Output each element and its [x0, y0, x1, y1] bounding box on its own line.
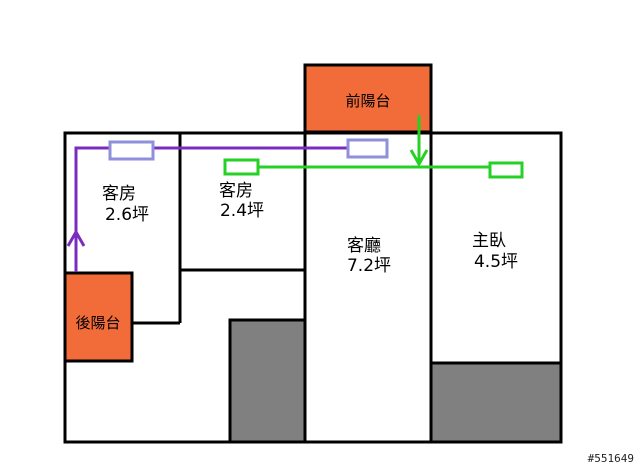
- shaded-block-right: [431, 363, 561, 442]
- shaded-block-left: [230, 320, 304, 442]
- purple-unit-left: [108, 140, 155, 161]
- room-name-master: 主臥: [472, 231, 506, 251]
- room-area-guest-1: 2.6坪: [105, 205, 149, 225]
- room-area-living: 7.2坪: [347, 256, 391, 276]
- back-balcony: [63, 271, 134, 363]
- watermark-id: #551649: [588, 452, 634, 465]
- room-area-master: 4.5坪: [474, 252, 518, 272]
- room-name-guest-2: 客房: [219, 181, 253, 201]
- purple-arrow-head: [66, 228, 86, 247]
- purple-unit-right: [346, 138, 389, 159]
- room-name-guest-1: 客房: [102, 184, 136, 204]
- front-balcony-label: 前陽台: [345, 92, 390, 110]
- walls: [63, 131, 563, 444]
- green-arrow-head: [409, 149, 429, 168]
- back-balcony-label: 後陽台: [75, 314, 120, 332]
- room-area-guest-2: 2.4坪: [220, 201, 264, 221]
- green-unit-right: [488, 161, 524, 179]
- front-balcony: [303, 63, 433, 134]
- room-name-living: 客廳: [347, 236, 381, 256]
- green-unit-left: [223, 158, 260, 176]
